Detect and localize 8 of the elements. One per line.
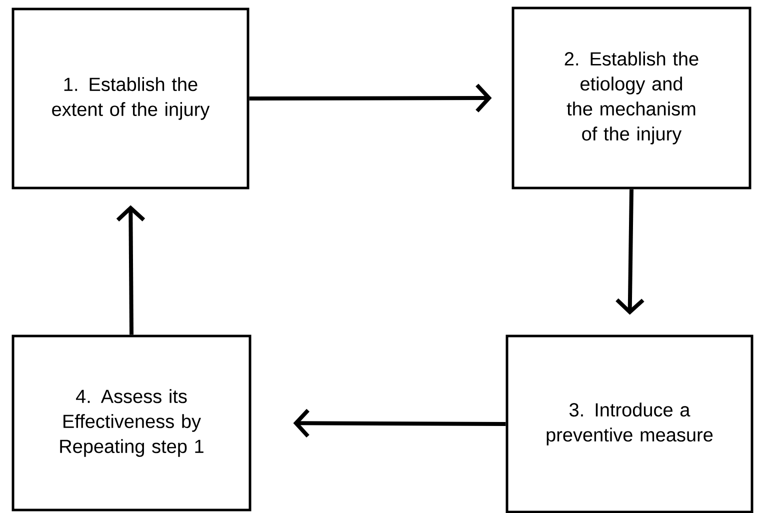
process-box: 3. Introduce a preventive measure: [506, 334, 754, 513]
process-box: 2. Establish the etiology and the mechanism of the injury: [512, 6, 752, 190]
arrow: [616, 189, 644, 315]
arrow: [293, 408, 506, 438]
arrow: [116, 205, 146, 335]
process-box: 4. Assess its Effectiveness by Repeating step 1: [12, 334, 252, 512]
arrow: [249, 84, 492, 112]
process-box: 1. Establish the extent of the injury: [12, 8, 250, 190]
